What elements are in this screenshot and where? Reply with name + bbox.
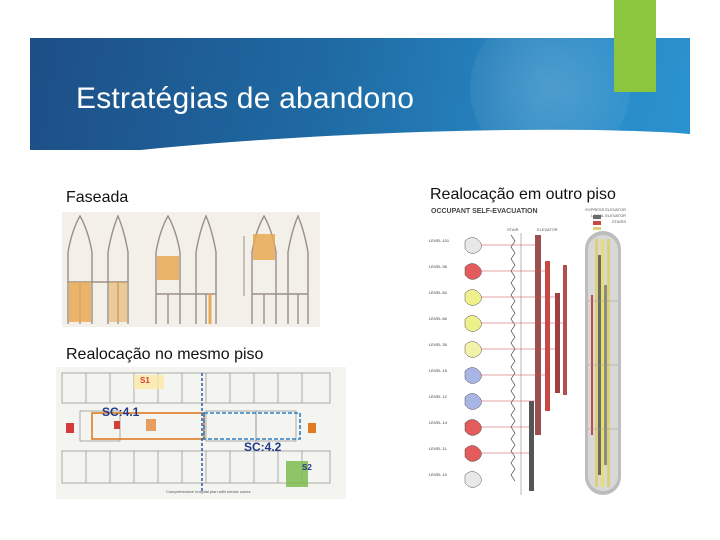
tower-heading: OCCUPANT SELF-EVACUATION xyxy=(431,208,538,215)
green-accent-bar xyxy=(614,0,656,92)
tower-section-2 xyxy=(155,214,217,324)
level-label: LEVEL 14 xyxy=(429,420,447,425)
label-other-floor: Realocação em outro piso xyxy=(430,186,616,203)
legend-item: EXPRESS ELEVATOR xyxy=(585,207,626,212)
local-elevator-3 xyxy=(563,265,567,395)
level-label: LEVEL 101 xyxy=(429,238,450,243)
floor-plan-figure: S1 SC:4.1 SC:4.2 S2 Comprehensive hospit… xyxy=(56,367,346,499)
local-elevator-2 xyxy=(555,293,560,393)
tower-evacuation-figure: OCCUPANT SELF-EVACUATION EXPRESS ELEVATO… xyxy=(425,205,630,502)
local-elevator-1 xyxy=(545,261,550,411)
tower-drawing xyxy=(464,215,621,495)
stair-red xyxy=(66,423,74,433)
phase-zone-3a xyxy=(253,234,275,260)
title-banner xyxy=(30,38,690,150)
phased-evacuation-diagram xyxy=(62,212,320,327)
level-label: LEVEL 84 xyxy=(429,290,447,295)
level-label: LEVEL 35 xyxy=(429,342,447,347)
column-label-elevator: ELEVATOR xyxy=(537,227,558,232)
phase-zone-1a xyxy=(69,282,91,322)
zone-label-sc42: SC:4.2 xyxy=(244,440,282,454)
level-label: LEVEL 11 xyxy=(429,446,447,451)
label-same-floor: Realocação no mesmo piso xyxy=(66,346,264,363)
column-label-stair: STAIR xyxy=(507,227,519,232)
stair-zigzag xyxy=(510,234,516,482)
phase-zone-1b xyxy=(109,282,127,322)
tower-cylinder xyxy=(585,231,621,495)
slide-title: Estratégias de abandono xyxy=(76,82,415,115)
label-phased: Faseada xyxy=(66,189,129,206)
tower-legend: EXPRESS ELEVATOR LOCAL ELEVATOR STAIRS xyxy=(585,207,626,225)
legend-item: LOCAL ELEVATOR xyxy=(591,213,626,218)
floor-plan-caption: Comprehensive hospital plan with smoke z… xyxy=(166,489,251,494)
level-label: LEVEL 66 xyxy=(429,316,447,321)
zone-label-s2: S2 xyxy=(302,463,312,472)
zone-s2-fill xyxy=(286,461,308,487)
local-elevator-4 xyxy=(529,401,534,491)
phase-zone-2a xyxy=(157,256,179,280)
smoke-zone-4-2 xyxy=(203,412,301,440)
level-label: LEVEL 15 xyxy=(429,368,447,373)
level-label: LEVEL 96 xyxy=(429,264,447,269)
level-label: LEVEL 12 xyxy=(429,394,447,399)
express-elevator-1 xyxy=(535,235,541,435)
zone-s1-fill xyxy=(134,375,164,389)
zone-label-s1: S1 xyxy=(140,376,150,385)
stair-orange xyxy=(308,423,316,433)
legend-item: STAIRS xyxy=(611,219,626,224)
level-label: LEVEL 10 xyxy=(429,472,447,477)
floor-plan-drawing xyxy=(56,367,346,499)
zone-label-sc41: SC:4.1 xyxy=(102,405,140,419)
